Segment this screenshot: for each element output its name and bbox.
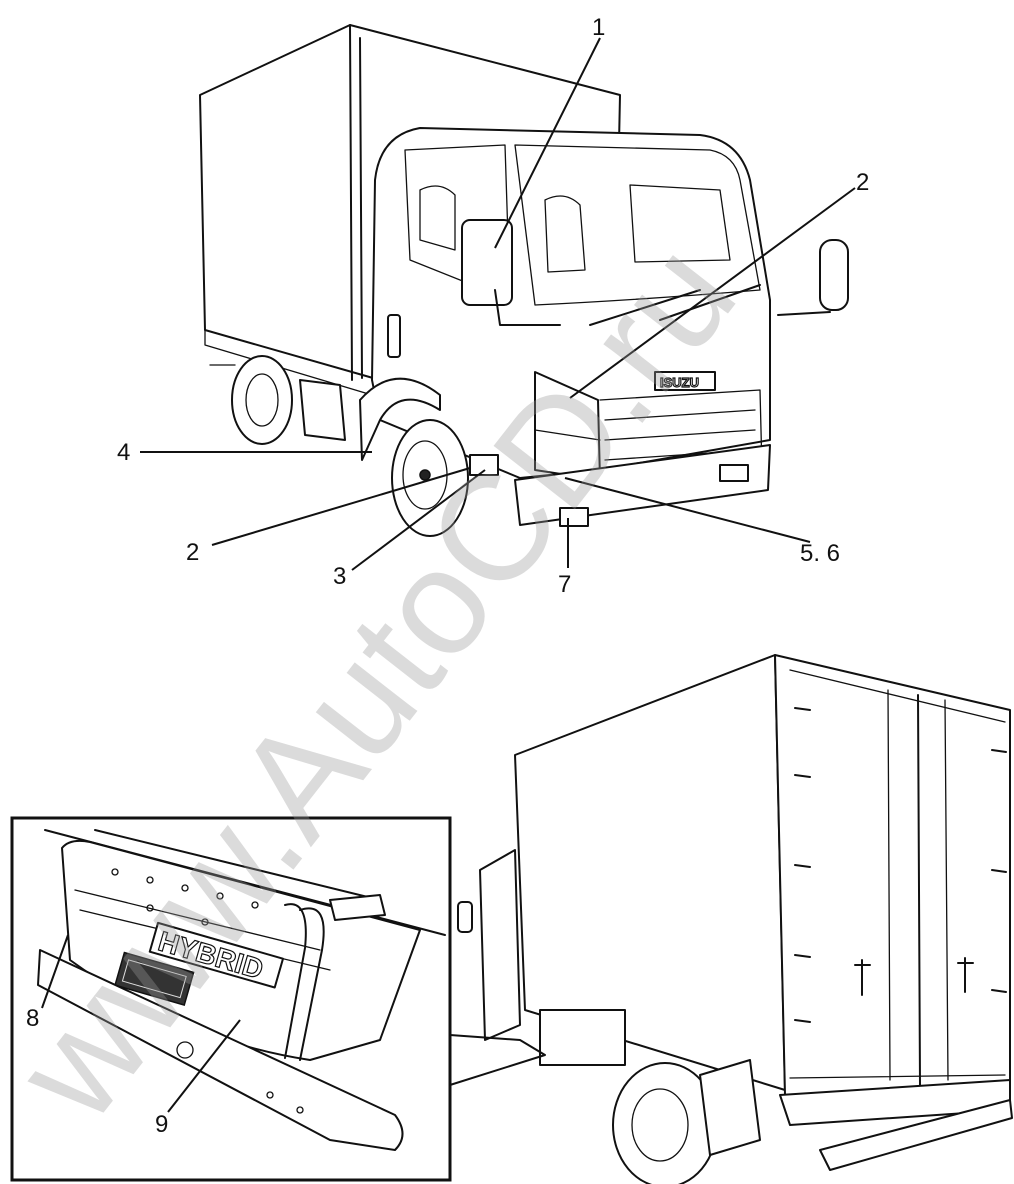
callout-5-6: 5. 6 [800, 540, 840, 567]
cab-badge: ISUZU [660, 375, 699, 390]
rear-truck-illustration [457, 654, 1013, 1184]
callout-2-lower: 2 [186, 539, 199, 566]
callout-1: 1 [592, 14, 605, 41]
front-truck-illustration: ISUZU [199, 24, 849, 537]
inset-pointer [449, 1034, 546, 1086]
callout-2-upper: 2 [856, 169, 869, 196]
hybrid-detail-inset: HYBRID [10, 816, 452, 1182]
callout-7: 7 [558, 571, 571, 598]
callout-3: 3 [333, 563, 346, 590]
callout-9: 9 [155, 1111, 168, 1138]
callout-8: 8 [26, 1005, 39, 1032]
front-callouts [140, 37, 856, 571]
callout-4: 4 [117, 439, 130, 466]
